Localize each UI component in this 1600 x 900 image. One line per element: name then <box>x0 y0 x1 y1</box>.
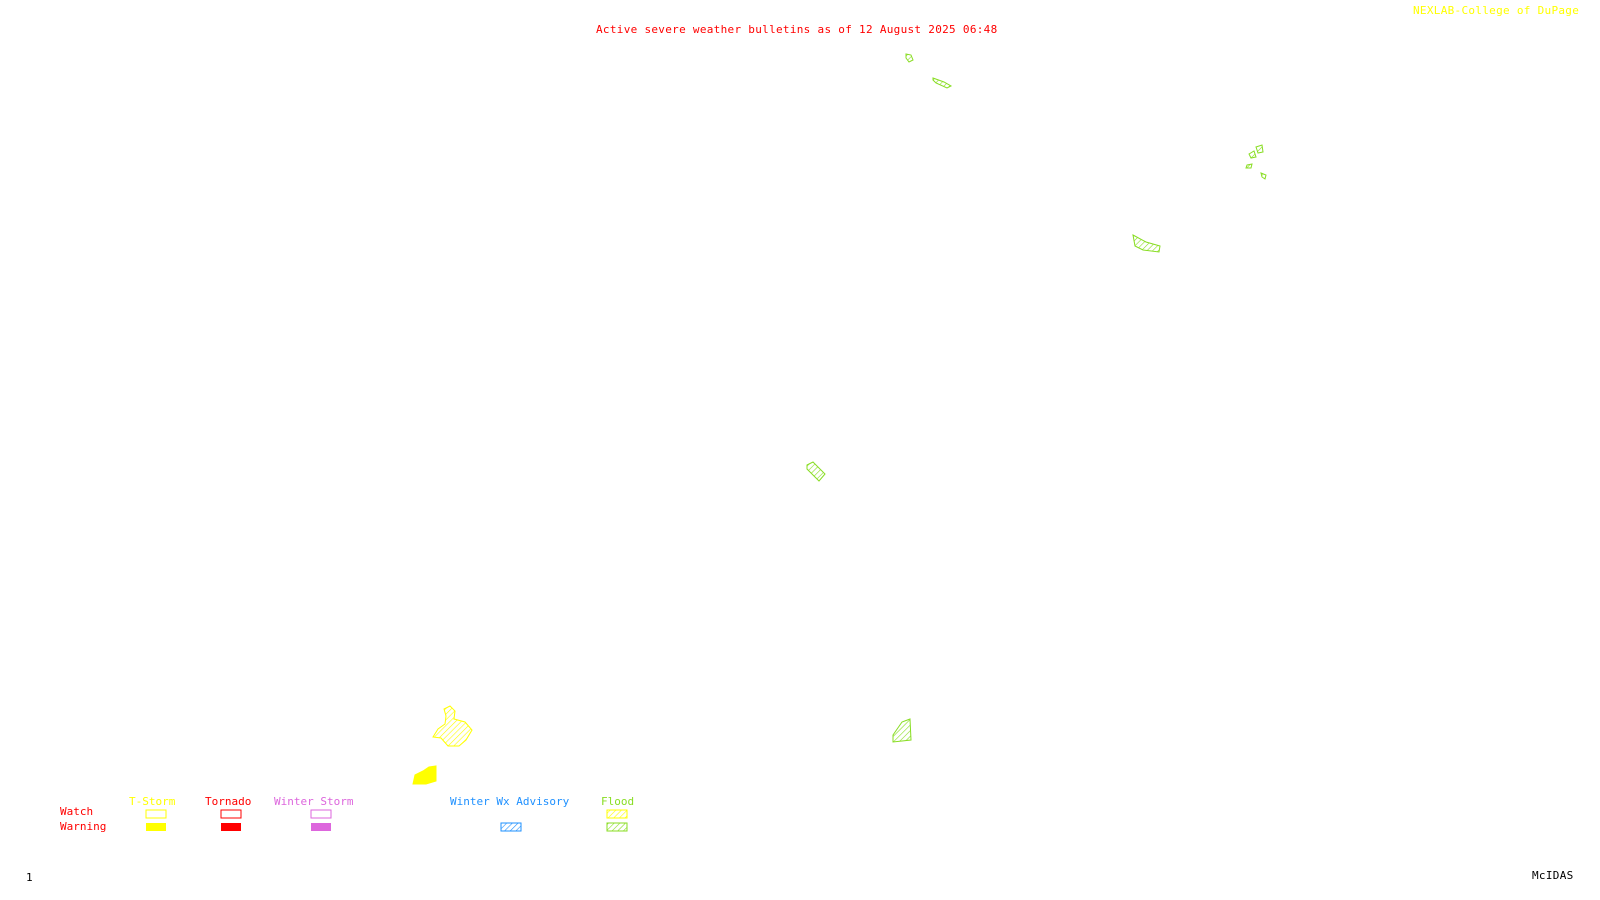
tstorm-watch-area <box>432 705 473 747</box>
legend-flood-watch-swatch <box>606 809 628 819</box>
legend-warning-label: Warning <box>60 820 107 833</box>
legend-winter-storm-label: Winter Storm <box>274 795 354 808</box>
tstorm-warning-area <box>412 765 437 785</box>
legend-winter-storm-warning-swatch <box>311 823 331 831</box>
legend-winter-wx-advisory-label: Winter Wx Advisory <box>450 795 570 808</box>
legend-tornado-label: Tornado <box>205 795 252 808</box>
flood-area-east <box>1132 234 1161 253</box>
product-label: McIDAS <box>1532 869 1574 882</box>
legend-tstorm-warning-swatch <box>146 823 166 831</box>
flood-area-central <box>806 461 826 482</box>
legend-tornado-watch-swatch <box>220 809 242 819</box>
legend-watch-label: Watch <box>60 805 94 818</box>
frame-number: 1 <box>26 871 33 884</box>
legend-flood-label: Flood <box>601 795 635 808</box>
flood-area-north <box>905 53 953 89</box>
flood-area-northeast <box>1245 144 1267 180</box>
legend-winter-storm-watch-swatch <box>310 809 332 819</box>
legend-winter-wx-advisory-swatch <box>500 822 522 832</box>
map-title: Active severe weather bulletins as of 12… <box>596 23 998 36</box>
legend-flood-warning-swatch <box>606 822 628 832</box>
legend-tornado-warning-swatch <box>221 823 241 831</box>
credit-label: NEXLAB-College of DuPage <box>1413 4 1580 17</box>
legend-tstorm-watch-swatch <box>145 809 167 819</box>
legend-tstorm-label: T-Storm <box>129 795 176 808</box>
legend-swatches <box>145 809 628 832</box>
flood-area-south <box>892 718 912 743</box>
